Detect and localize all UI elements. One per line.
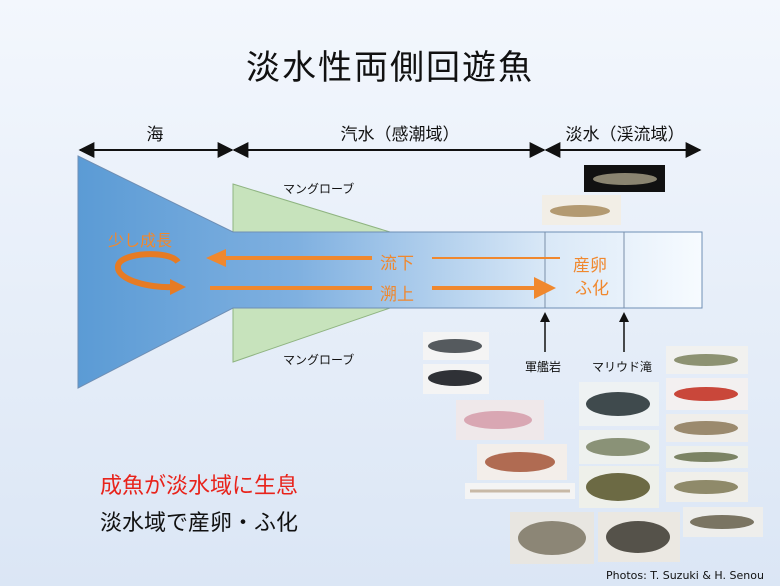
zone-label-brackish: 汽水（感潮域） [340,125,460,145]
photo-credit: Photos: T. Suzuki & H. Senou [606,569,764,582]
fish-photos [423,165,763,564]
upstream-label: 溯上 [380,285,414,305]
mangrove-label-top: マングローブ [283,182,355,196]
zone-label-fresh: 淡水（渓流域） [565,125,685,145]
growth-loop-arrow [115,251,186,295]
downstream-arrow [206,249,560,267]
mangrove-label-bottom: マングローブ [283,353,355,367]
site-arrow-gunkan [540,312,550,352]
water-body [77,155,703,389]
page-title: 淡水性両側回遊魚 [246,48,534,88]
growth-label: 少し成長 [108,231,173,250]
spawning-label: 産卵 [573,256,607,276]
site-label-gunkan: 軍艦岩 [525,360,562,374]
downstream-label: 流下 [380,254,414,274]
upstream-arrow [210,277,556,299]
zone-label-sea: 海 [146,125,164,145]
summary-spawning: 淡水域で産卵・ふ化 [100,511,299,536]
site-arrow-mariudo [619,312,629,352]
summary-adult-habitat: 成魚が淡水域に生息 [100,474,299,499]
hatching-label: ふ化 [575,279,609,299]
site-label-mariudo: マリウド滝 [592,360,653,374]
